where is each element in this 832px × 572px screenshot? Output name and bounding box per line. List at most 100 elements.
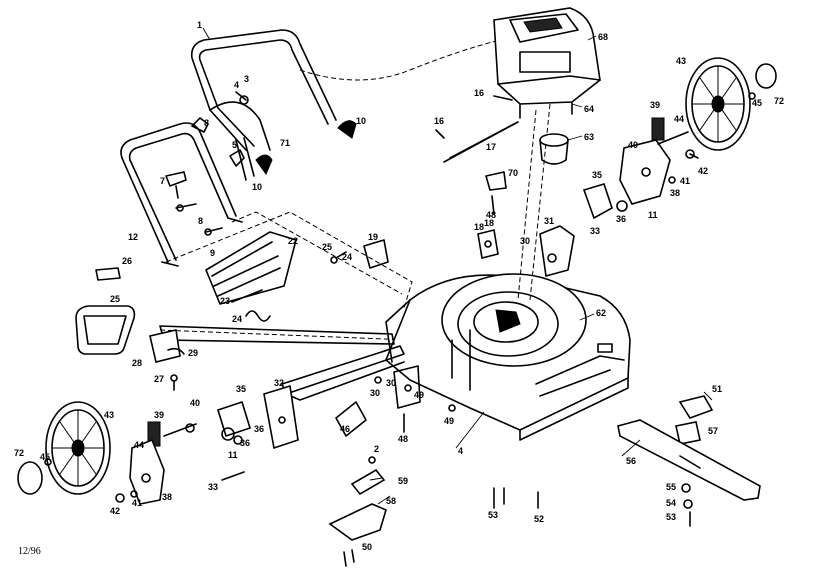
handle-bolt-3 (235, 91, 249, 105)
hubcap-72-left (17, 461, 43, 495)
callout-8: 8 (204, 118, 209, 128)
nut-41-right (668, 176, 676, 184)
bracket-18-deck (477, 229, 499, 259)
callout-32: 32 (274, 378, 284, 388)
callout-5: 5 (232, 140, 237, 150)
callout-9: 9 (210, 248, 215, 258)
callout-36b: 36 (254, 424, 264, 434)
callout-17: 17 (486, 142, 496, 152)
hardware-55-54-53 (681, 483, 693, 527)
wheel-bracket-35-right (582, 183, 613, 220)
callout-43b: 43 (676, 56, 686, 66)
callout-12: 12 (128, 232, 138, 242)
callout-44b: 44 (674, 114, 684, 124)
callout-1: 1 (197, 20, 202, 30)
callout-18b: 18 (484, 218, 494, 228)
callout-41: 41 (132, 498, 142, 508)
handle-knob-7 (165, 171, 187, 199)
callout-26: 26 (122, 256, 132, 266)
callout-38b: 38 (670, 188, 680, 198)
cable-knob-10b (255, 154, 273, 176)
callout-31: 31 (544, 216, 554, 226)
bolt-2 (368, 456, 376, 464)
screw-24b (330, 251, 347, 264)
callout-22: 22 (288, 236, 298, 246)
callout-72b: 72 (774, 96, 784, 106)
callout-53: 53 (488, 510, 498, 520)
callout-19: 19 (368, 232, 378, 242)
callout-52: 52 (534, 514, 544, 524)
date-code: 12/96 (18, 546, 41, 557)
callout-63: 63 (584, 132, 594, 142)
callout-68: 68 (598, 32, 608, 42)
bolt-48-top (491, 195, 495, 215)
callout-25: 25 (110, 294, 120, 304)
bolt-16b (493, 95, 513, 101)
callout-49b: 49 (444, 416, 454, 426)
callout-40: 40 (190, 398, 200, 408)
callout-2: 2 (374, 444, 379, 454)
nut-41-left (130, 490, 138, 498)
cable-clip-5 (229, 149, 245, 167)
engine-68 (493, 7, 601, 119)
blade-57 (675, 421, 701, 445)
callout-43: 43 (104, 410, 114, 420)
callout-labels: 1 3 4 8 10 10 71 5 7 8 12 9 22 19 25 24 … (14, 20, 784, 552)
callout-38: 38 (162, 492, 172, 502)
plate-46 (335, 401, 367, 437)
callout-40b: 40 (628, 140, 638, 150)
bushing-36-right (616, 200, 628, 212)
axle-44-right (657, 131, 689, 145)
callout-71: 71 (280, 138, 290, 148)
rear-wheel-43-right (685, 57, 751, 151)
bolts-53-52-deck (493, 487, 539, 509)
callout-30b: 30 (370, 388, 380, 398)
bolt-16a (435, 129, 445, 139)
callout-39: 39 (154, 410, 164, 420)
clip-59 (350, 468, 386, 496)
callout-24b: 24 (342, 252, 352, 262)
callout-16b: 16 (474, 88, 484, 98)
spring-39-right (651, 117, 665, 141)
callout-57: 57 (708, 426, 718, 436)
callout-27: 27 (154, 374, 164, 384)
decal-26 (95, 267, 121, 281)
lower-handle (120, 122, 243, 267)
handle-bolt-9 (204, 227, 223, 236)
bracket-49 (393, 365, 421, 409)
wheel-bracket-35-left (217, 400, 251, 438)
callout-70: 70 (508, 168, 518, 178)
callout-4: 4 (234, 80, 239, 90)
axle-40-left (163, 423, 197, 437)
callout-7: 7 (160, 176, 165, 186)
bushing-36-left (221, 427, 243, 445)
washer-45-left (44, 458, 52, 466)
callout-11: 11 (228, 450, 238, 460)
bolt-42-right (685, 149, 699, 159)
baffle-58 (328, 503, 387, 541)
handle-bracket-4 (191, 117, 209, 133)
spring-24 (245, 310, 271, 322)
handle-bolt-8a (175, 203, 197, 212)
blade-56 (617, 419, 761, 501)
callout-30: 30 (520, 236, 530, 246)
hubcap-72-right (755, 63, 777, 89)
rear-shield-22 (205, 231, 297, 305)
height-adjuster-40-right (619, 139, 671, 205)
callout-62: 62 (596, 308, 606, 318)
callout-8b: 8 (198, 216, 203, 226)
leader-lines (202, 27, 713, 505)
callout-72: 72 (14, 448, 24, 458)
callout-39b: 39 (650, 100, 660, 110)
blade-adapter-51 (678, 395, 714, 419)
bolts-48-49-front (403, 404, 456, 433)
callout-45b: 45 (752, 98, 762, 108)
washer-45-right (748, 92, 756, 100)
hinge-rod-23 (231, 289, 263, 303)
callout-45: 45 (40, 452, 50, 462)
callout-48: 48 (486, 210, 496, 220)
pivot-29 (167, 347, 185, 355)
nut-27 (170, 374, 178, 391)
callout-30c: 30 (386, 378, 396, 388)
